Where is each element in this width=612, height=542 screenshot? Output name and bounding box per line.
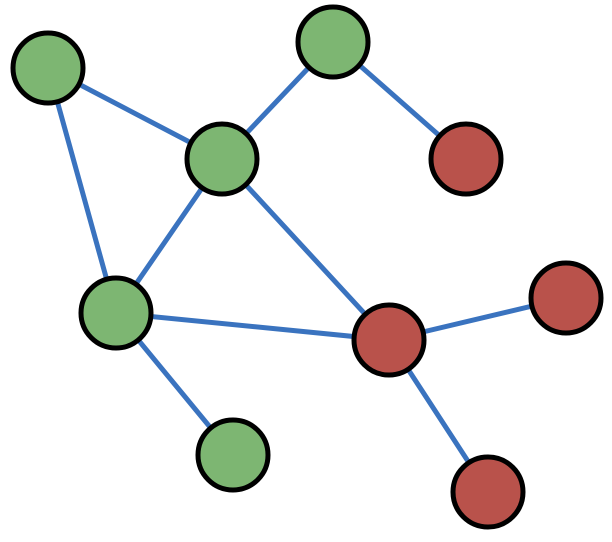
node-n2-green <box>295 4 371 80</box>
node-n6-red <box>528 260 604 336</box>
node-n7-red <box>351 302 427 378</box>
nodes-layer <box>10 4 604 530</box>
node-n5-green <box>78 275 154 351</box>
edges-layer <box>45 39 569 495</box>
node-n4-red <box>428 121 504 197</box>
node-n1-green <box>10 30 86 106</box>
node-n8-green <box>195 417 271 493</box>
node-n3-green <box>184 121 260 197</box>
edge-n1-n5 <box>45 65 119 316</box>
edge-n3-n7 <box>219 156 392 343</box>
node-n9-red <box>450 454 526 530</box>
edge-n5-n7 <box>113 310 392 343</box>
